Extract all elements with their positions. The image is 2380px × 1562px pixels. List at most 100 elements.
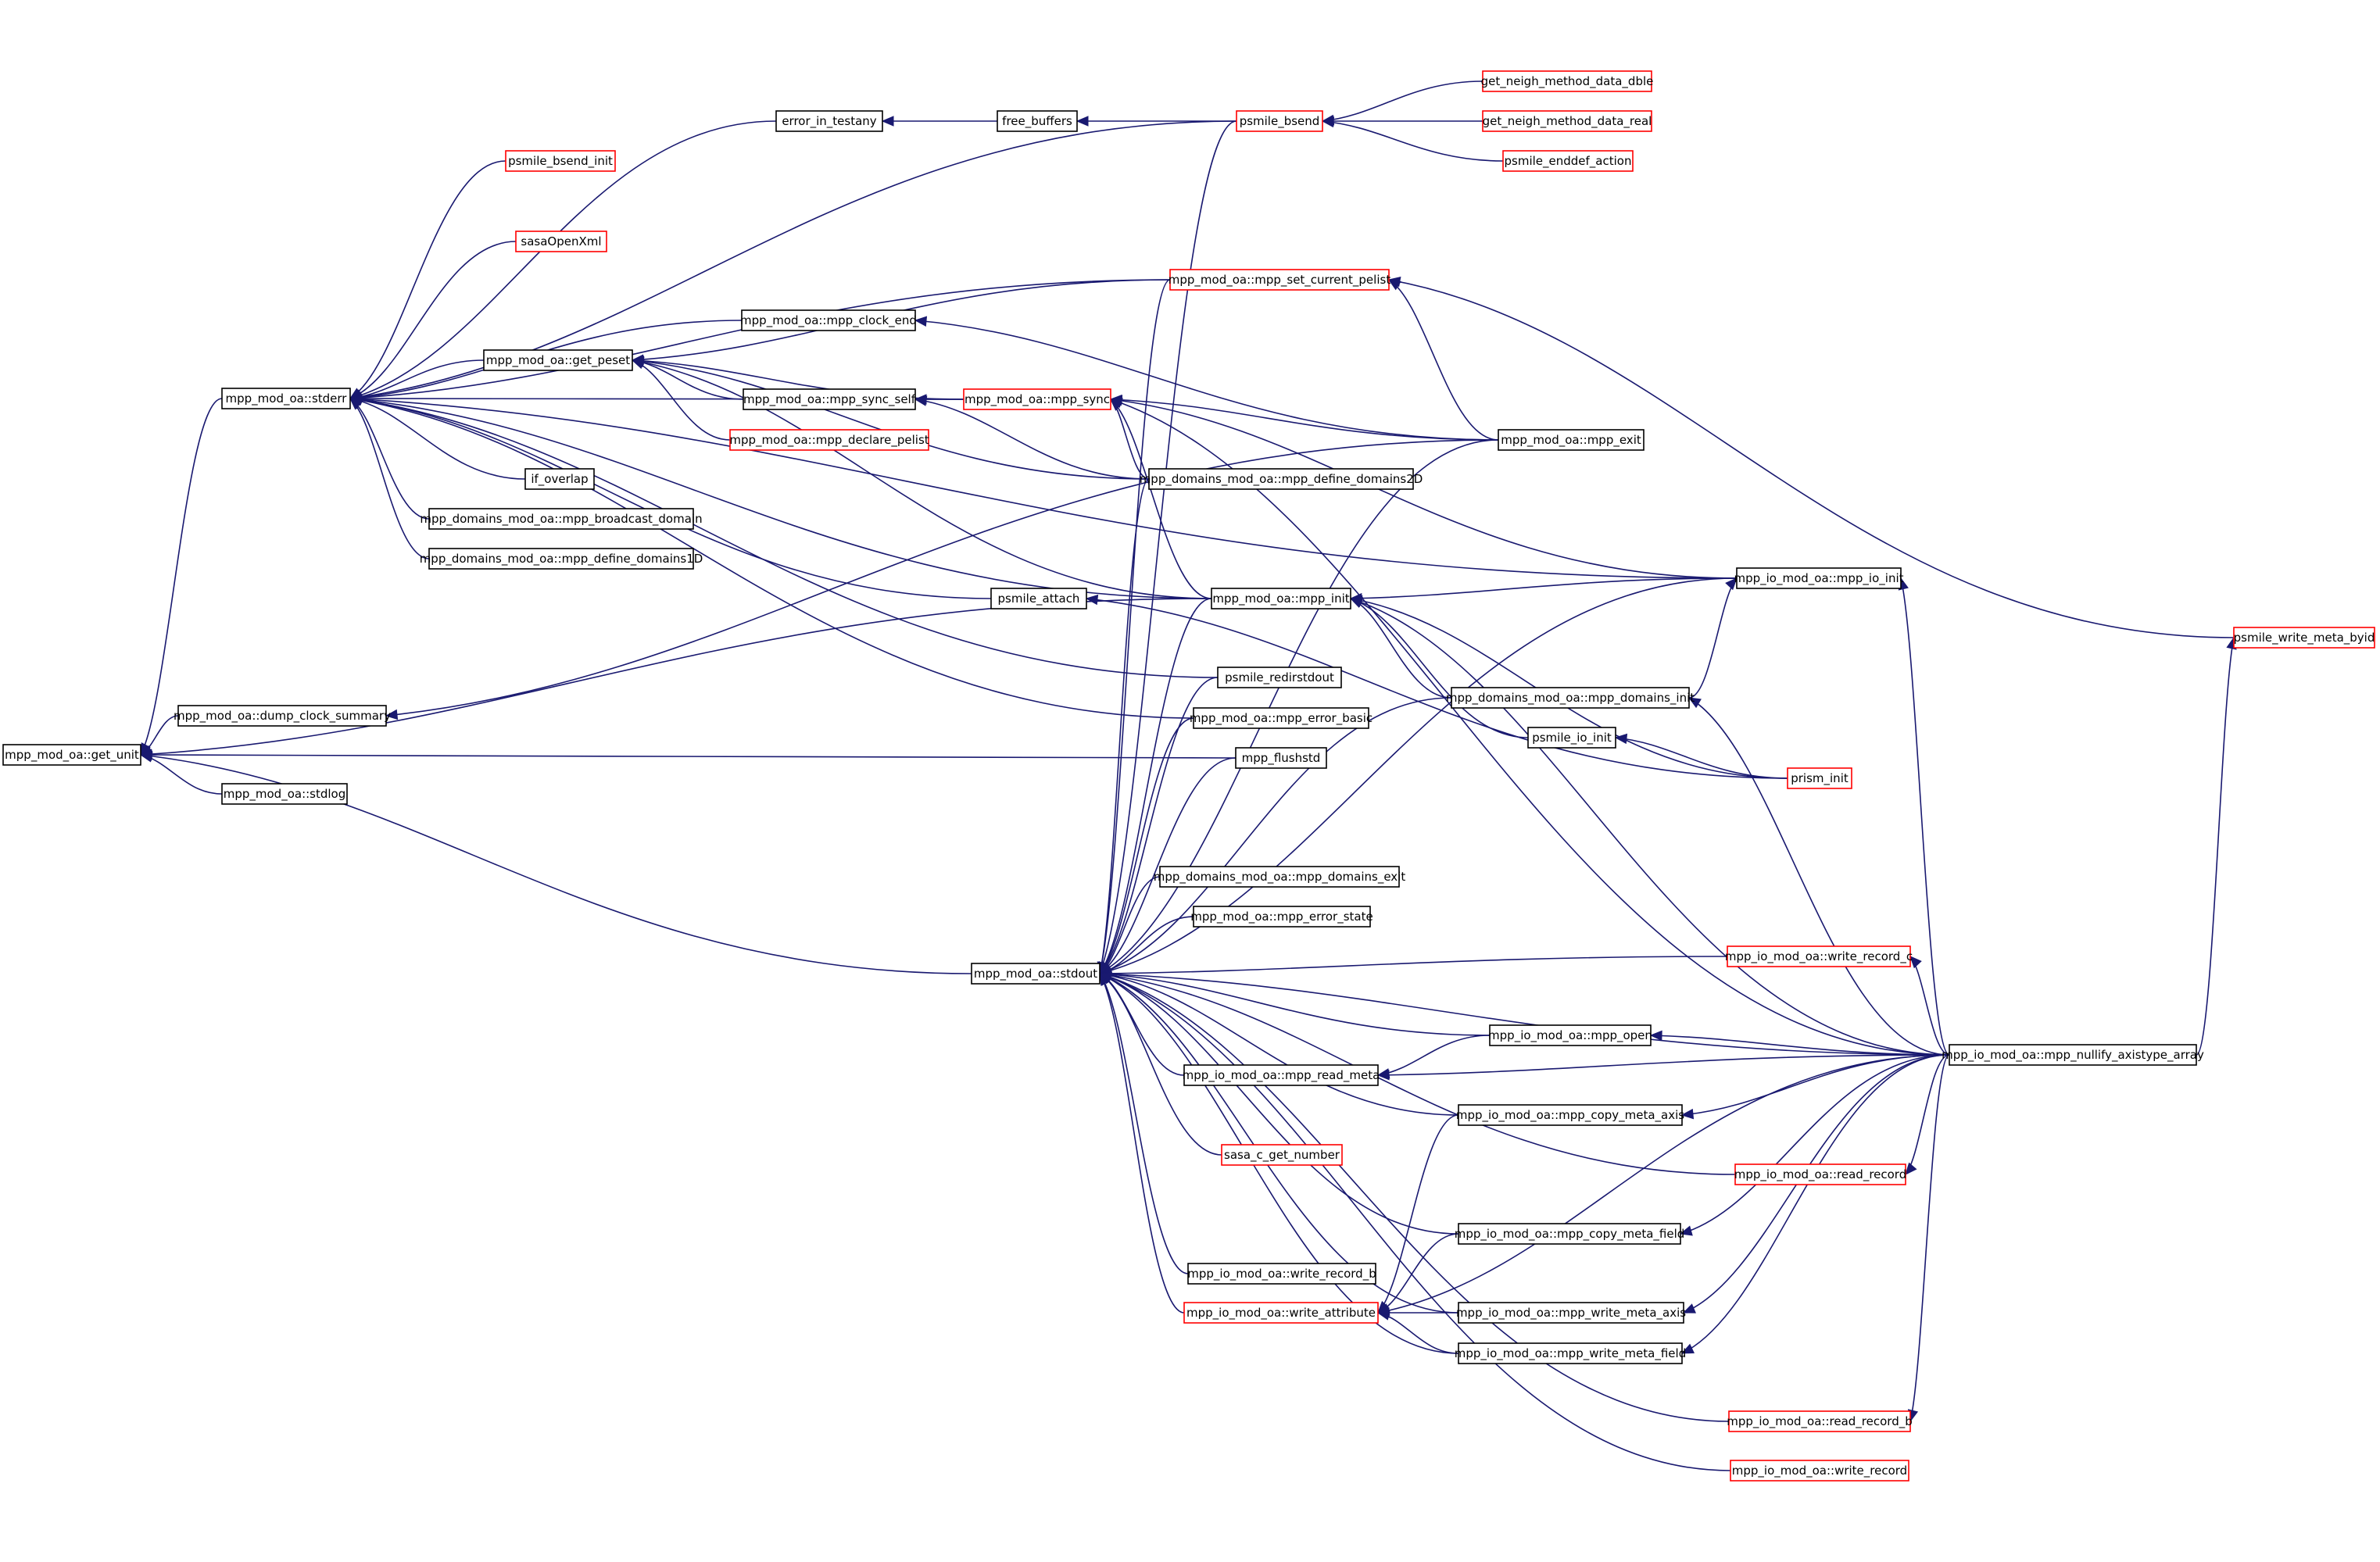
node-box-psmile_bsend_init[interactable]: [505, 150, 616, 172]
node-box-read_record_b[interactable]: [1728, 1410, 1911, 1432]
node-get_neigh_method_data_dble[interactable]: get_neigh_method_data_dble: [1481, 70, 1654, 92]
node-box-psmile_redirstdout[interactable]: [1217, 667, 1342, 688]
node-box-prism_init[interactable]: [1787, 767, 1852, 789]
node-box-write_record_c[interactable]: [1727, 945, 1911, 967]
node-psmile_redirstdout[interactable]: psmile_redirstdout: [1217, 667, 1342, 688]
node-mpp_write_meta_field[interactable]: mpp_io_mod_oa::mpp_write_meta_field: [1455, 1342, 1686, 1364]
node-box-free_buffers[interactable]: [997, 110, 1078, 132]
node-psmile_bsend[interactable]: psmile_bsend: [1236, 110, 1323, 132]
node-box-mpp_define_domains1D[interactable]: [428, 548, 694, 570]
node-read_record[interactable]: mpp_io_mod_oa::read_record: [1734, 1163, 1906, 1185]
node-mpp_write_meta_axis[interactable]: mpp_io_mod_oa::mpp_write_meta_axis: [1456, 1302, 1686, 1324]
node-stderr[interactable]: mpp_mod_oa::stderr: [221, 388, 351, 409]
node-mpp_domains_init[interactable]: mpp_domains_mod_oa::mpp_domains_init: [1446, 687, 1695, 709]
node-write_record_b[interactable]: mpp_io_mod_oa::write_record_b: [1187, 1263, 1376, 1285]
node-mpp_set_current_pelist[interactable]: mpp_mod_oa::mpp_set_current_pelist: [1169, 269, 1391, 291]
node-get_neigh_method_data_real[interactable]: get_neigh_method_data_real: [1482, 110, 1652, 132]
node-box-read_record[interactable]: [1734, 1163, 1906, 1185]
node-sasa_c_get_number[interactable]: sasa_c_get_number: [1221, 1144, 1343, 1166]
node-box-stderr[interactable]: [221, 388, 351, 409]
nodes-layer: mpp_mod_oa::get_unitmpp_mod_oa::stderrmp…: [2, 70, 2375, 1482]
node-box-psmile_io_init[interactable]: [1527, 727, 1616, 749]
node-box-mpp_nullify_axistype_array[interactable]: [1949, 1044, 2197, 1066]
node-psmile_attach[interactable]: psmile_attach: [990, 588, 1087, 609]
node-box-mpp_init[interactable]: [1211, 588, 1351, 609]
node-mpp_io_init[interactable]: mpp_io_mod_oa::mpp_io_init: [1734, 567, 1904, 589]
node-get_peset[interactable]: mpp_mod_oa::get_peset: [483, 349, 633, 371]
node-box-psmile_write_meta_byid[interactable]: [2233, 627, 2375, 649]
node-box-sasaOpenXml[interactable]: [515, 231, 607, 252]
node-box-if_overlap[interactable]: [524, 468, 595, 490]
node-box-write_record[interactable]: [1730, 1460, 1909, 1482]
node-psmile_enddef_action[interactable]: psmile_enddef_action: [1502, 150, 1634, 172]
node-box-mpp_io_init[interactable]: [1736, 567, 1902, 589]
node-box-mpp_open[interactable]: [1489, 1024, 1652, 1046]
node-mpp_domains_exit[interactable]: mpp_domains_mod_oa::mpp_domains_exit: [1154, 866, 1406, 888]
node-stdout[interactable]: mpp_mod_oa::stdout: [971, 963, 1101, 985]
node-psmile_write_meta_byid[interactable]: psmile_write_meta_byid: [2233, 627, 2375, 649]
node-box-stdlog[interactable]: [221, 783, 348, 805]
node-mpp_exit[interactable]: mpp_mod_oa::mpp_exit: [1498, 429, 1645, 451]
node-mpp_error_state[interactable]: mpp_mod_oa::mpp_error_state: [1190, 906, 1373, 928]
node-box-write_record_b[interactable]: [1187, 1263, 1376, 1285]
node-box-psmile_bsend[interactable]: [1236, 110, 1323, 132]
node-error_in_testany[interactable]: error_in_testany: [775, 110, 883, 132]
node-mpp_copy_meta_axis[interactable]: mpp_io_mod_oa::mpp_copy_meta_axis: [1456, 1104, 1684, 1126]
node-box-mpp_copy_meta_axis[interactable]: [1458, 1104, 1683, 1126]
node-mpp_flushstd[interactable]: mpp_flushstd: [1235, 747, 1327, 769]
node-read_record_b[interactable]: mpp_io_mod_oa::read_record_b: [1727, 1410, 1913, 1432]
node-mpp_copy_meta_field[interactable]: mpp_io_mod_oa::mpp_copy_meta_field: [1455, 1223, 1685, 1245]
node-free_buffers[interactable]: free_buffers: [997, 110, 1078, 132]
node-stdlog[interactable]: mpp_mod_oa::stdlog: [221, 783, 348, 805]
node-mpp_nullify_axistype_array[interactable]: mpp_io_mod_oa::mpp_nullify_axistype_arra…: [1942, 1044, 2204, 1066]
node-box-mpp_write_meta_field[interactable]: [1458, 1342, 1683, 1364]
node-box-mpp_define_domains2D[interactable]: [1148, 468, 1414, 490]
node-write_record[interactable]: mpp_io_mod_oa::write_record: [1730, 1460, 1909, 1482]
node-box-mpp_read_meta[interactable]: [1183, 1064, 1379, 1086]
node-box-psmile_enddef_action[interactable]: [1502, 150, 1634, 172]
node-box-mpp_flushstd[interactable]: [1235, 747, 1327, 769]
node-psmile_io_init[interactable]: psmile_io_init: [1527, 727, 1616, 749]
node-mpp_error_basic[interactable]: mpp_mod_oa::mpp_error_basic: [1190, 707, 1373, 729]
node-sasaOpenXml[interactable]: sasaOpenXml: [515, 231, 607, 252]
node-box-dump_clock_summary[interactable]: [177, 705, 387, 727]
node-write_record_c[interactable]: mpp_io_mod_oa::write_record_c: [1725, 945, 1913, 967]
node-box-get_neigh_method_data_dble[interactable]: [1482, 70, 1652, 92]
node-box-mpp_set_current_pelist[interactable]: [1169, 269, 1390, 291]
node-prism_init[interactable]: prism_init: [1787, 767, 1852, 789]
node-box-mpp_domains_exit[interactable]: [1159, 866, 1400, 888]
node-box-stdout[interactable]: [971, 963, 1101, 985]
node-mpp_sync[interactable]: mpp_mod_oa::mpp_sync: [963, 388, 1111, 410]
node-if_overlap[interactable]: if_overlap: [524, 468, 595, 490]
node-box-mpp_sync_self[interactable]: [743, 388, 916, 410]
node-box-mpp_exit[interactable]: [1498, 429, 1645, 451]
node-box-mpp_write_meta_axis[interactable]: [1458, 1302, 1684, 1324]
node-mpp_open[interactable]: mpp_io_mod_oa::mpp_open: [1488, 1024, 1652, 1046]
node-box-mpp_clock_end[interactable]: [741, 309, 916, 331]
node-mpp_define_domains1D[interactable]: mpp_domains_mod_oa::mpp_define_domains1D: [420, 548, 703, 570]
node-box-sasa_c_get_number[interactable]: [1221, 1144, 1343, 1166]
node-write_attribute[interactable]: mpp_io_mod_oa::write_attribute: [1183, 1302, 1379, 1324]
node-box-mpp_error_state[interactable]: [1193, 906, 1371, 928]
node-box-error_in_testany[interactable]: [775, 110, 883, 132]
node-box-mpp_error_basic[interactable]: [1193, 707, 1369, 729]
node-box-write_attribute[interactable]: [1183, 1302, 1379, 1324]
node-mpp_broadcast_domain[interactable]: mpp_domains_mod_oa::mpp_broadcast_domain: [420, 508, 703, 530]
edge-mpp_nullify_axistype_array-to-write_attribute: [1377, 1054, 1950, 1314]
node-box-mpp_sync[interactable]: [963, 388, 1111, 410]
node-box-psmile_attach[interactable]: [990, 588, 1087, 609]
node-box-get_neigh_method_data_real[interactable]: [1482, 110, 1652, 132]
node-mpp_define_domains2D[interactable]: mpp_domains_mod_oa::mpp_define_domains2D: [1140, 468, 1423, 490]
node-box-mpp_copy_meta_field[interactable]: [1458, 1223, 1681, 1245]
node-mpp_clock_end[interactable]: mpp_mod_oa::mpp_clock_end: [740, 309, 917, 331]
node-box-mpp_domains_init[interactable]: [1451, 687, 1690, 709]
node-box-get_peset[interactable]: [483, 349, 633, 371]
node-mpp_declare_pelist[interactable]: mpp_mod_oa::mpp_declare_pelist: [729, 429, 929, 451]
node-psmile_bsend_init[interactable]: psmile_bsend_init: [505, 150, 616, 172]
node-box-mpp_broadcast_domain[interactable]: [428, 508, 694, 530]
node-mpp_init[interactable]: mpp_mod_oa::mpp_init: [1211, 588, 1351, 609]
node-mpp_read_meta[interactable]: mpp_io_mod_oa::mpp_read_meta: [1183, 1064, 1380, 1086]
node-dump_clock_summary[interactable]: mpp_mod_oa::dump_clock_summary: [174, 705, 391, 727]
node-box-mpp_declare_pelist[interactable]: [729, 429, 929, 451]
node-mpp_sync_self[interactable]: mpp_mod_oa::mpp_sync_self: [743, 388, 916, 410]
